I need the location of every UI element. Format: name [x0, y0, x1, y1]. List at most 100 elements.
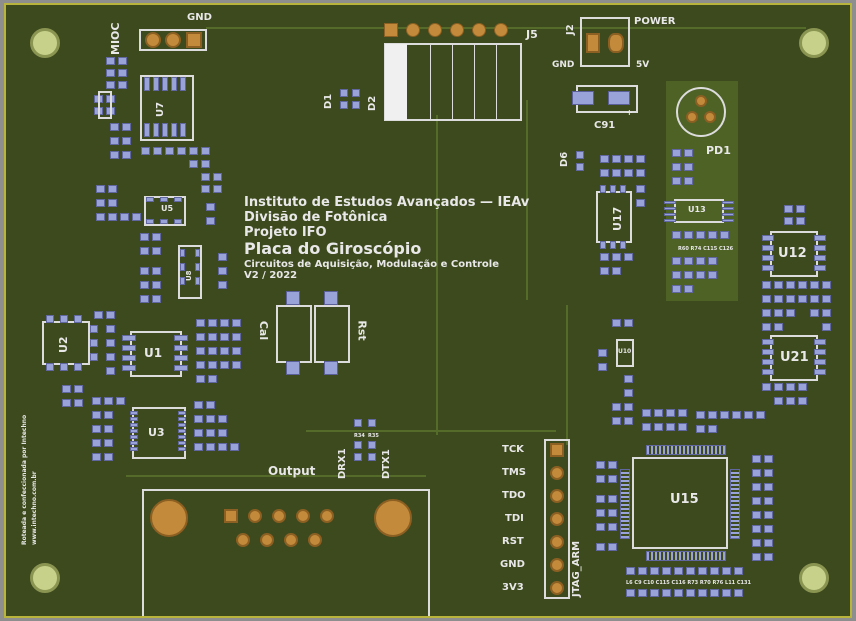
title-line2: Divisão de Fotônica — [244, 210, 388, 225]
c91-pad — [572, 91, 594, 105]
jtag-tdi: TDI — [505, 513, 524, 524]
drx1-label: DRX1 — [337, 448, 348, 479]
trace — [566, 305, 568, 445]
ic-u7 — [140, 75, 194, 141]
d6-label: D6 — [559, 151, 570, 167]
jtag-pin — [550, 443, 564, 457]
title-line5: Circuitos de Aquisição, Modulação e Cont… — [244, 259, 500, 270]
u7-label: U7 — [155, 101, 166, 117]
ic-u3 — [132, 407, 186, 459]
pd1-row-refs: R60 R74 C115 C126 — [678, 246, 734, 252]
j2-pin — [608, 33, 624, 53]
title-line1: Instituto de Estudos Avançados — IEAv — [244, 195, 530, 210]
mioc-pin — [165, 32, 181, 48]
trace — [306, 430, 556, 432]
output-mount-hole — [374, 499, 412, 537]
j2-connector — [580, 17, 630, 67]
output-pin — [272, 509, 286, 523]
5v-label: 5V — [636, 60, 650, 70]
d2-label: D2 — [367, 95, 378, 111]
mounting-hole-top-left — [30, 28, 60, 58]
cal-button-pad — [286, 291, 300, 305]
mioc-pin — [186, 32, 202, 48]
jtag-pin — [550, 535, 564, 549]
ic-u21 — [770, 335, 818, 381]
output-pin — [284, 533, 298, 547]
j2-pin — [586, 33, 600, 53]
j2-label: J2 — [565, 24, 576, 35]
ic-u15 — [632, 457, 728, 549]
output-pin — [236, 533, 250, 547]
u15-bottom-refs: L6 C9 C10 C115 C116 R73 R70 R76 L11 C131 — [626, 580, 751, 586]
jtag-pin — [550, 466, 564, 480]
cal-button — [276, 305, 312, 363]
u12-label: U12 — [778, 246, 807, 261]
mounting-hole-bottom-left — [30, 563, 60, 593]
output-connector — [142, 489, 430, 616]
u1-label: U1 — [144, 346, 163, 360]
gnd-top-label: GND — [187, 12, 212, 23]
c91-plus: + — [626, 108, 633, 117]
title-line6: V2 / 2022 — [244, 270, 298, 281]
u17-label: U17 — [611, 206, 624, 231]
title-line3: Projeto IFO — [244, 225, 327, 240]
rst-button-pad — [324, 361, 338, 375]
jtag-tck: TCK — [502, 444, 524, 455]
j5-divider — [474, 44, 475, 120]
jtag-pin — [550, 581, 564, 595]
trace — [526, 100, 528, 300]
ic-u11 — [98, 91, 112, 119]
mioc-pin — [145, 32, 161, 48]
jtag-header — [544, 439, 570, 599]
jtag-pin — [550, 512, 564, 526]
rst-button — [314, 305, 350, 363]
u15-label: U15 — [670, 492, 699, 507]
power-label: POWER — [634, 16, 676, 27]
j5-divider — [430, 44, 431, 120]
mioc-header — [139, 29, 207, 51]
title-line4: Placa do Giroscópio — [244, 239, 422, 258]
jtag-arm-label: JTAG_ARM — [571, 540, 582, 597]
jtag-3v3: 3V3 — [502, 582, 524, 593]
j5-white-strip — [385, 44, 407, 120]
pd1-pin — [695, 95, 707, 107]
output-pin — [308, 533, 322, 547]
jtag-pin — [550, 558, 564, 572]
pd1-label: PD1 — [706, 144, 731, 157]
pcb-board: MIOC GND U7 — [4, 3, 852, 618]
mioc-label: MIOC — [109, 22, 122, 55]
jtag-gnd: GND — [500, 559, 525, 570]
u21-label: U21 — [780, 350, 809, 365]
jtag-tdo: TDO — [502, 490, 526, 501]
credit-line1: Roteada e confeccionada por Intechno — [21, 414, 28, 545]
ic-u1 — [130, 331, 182, 377]
jtag-pin — [550, 489, 564, 503]
trace — [436, 115, 438, 435]
output-label: Output — [268, 464, 316, 478]
u13-label: U13 — [688, 205, 706, 214]
output-pin — [296, 509, 310, 523]
ic-u12 — [770, 231, 818, 277]
pd1-pin — [686, 111, 698, 123]
r34-ref: R34 — [354, 433, 365, 439]
trace — [126, 475, 426, 477]
c91-pad — [608, 91, 630, 105]
dtx1-label: DTX1 — [381, 449, 392, 479]
j5-divider — [452, 44, 453, 120]
d1-label: D1 — [323, 93, 334, 109]
mounting-hole-top-right — [799, 28, 829, 58]
ic-u13 — [674, 199, 724, 223]
gnd-j2-label: GND — [552, 60, 575, 70]
u5-label: U5 — [161, 204, 174, 213]
j5-divider — [496, 44, 497, 120]
pd1-photodiode — [676, 87, 726, 137]
mounting-hole-bottom-right — [799, 563, 829, 593]
pd1-pin — [704, 111, 716, 123]
ic-u8 — [178, 245, 202, 299]
output-mount-hole — [150, 499, 188, 537]
u8-label: U8 — [185, 270, 193, 281]
rst-label: Rst — [355, 320, 369, 341]
j5-label: J5 — [526, 28, 538, 41]
output-pin — [260, 533, 274, 547]
c91-label: C91 — [594, 120, 616, 131]
